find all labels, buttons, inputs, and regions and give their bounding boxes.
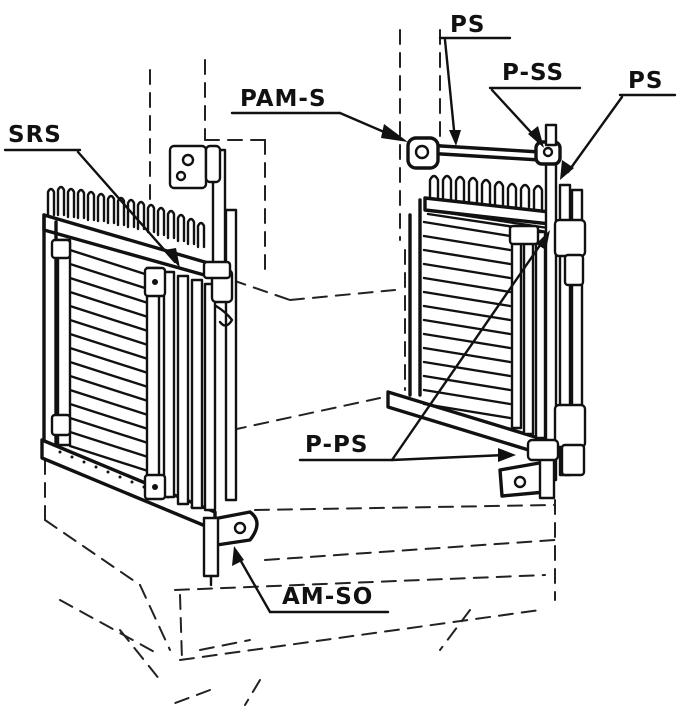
left-picket-row [46, 185, 206, 249]
leader-lines [3, 36, 677, 614]
left-slats [68, 248, 150, 473]
dashed-structure [44, 29, 556, 706]
label-pam-s: PAM-S [240, 86, 327, 112]
label-srs: SRS [8, 122, 62, 148]
callout-labels: PS P-SS PS PAM-S SRS P-PS AM-SO [8, 12, 663, 610]
label-p-ss: P-SS [502, 60, 564, 86]
label-ps-top: PS [450, 12, 485, 38]
right-slats [422, 220, 512, 420]
left-gate-panel [40, 144, 259, 587]
right-picket-row [428, 174, 544, 211]
label-ps-right: PS [628, 68, 663, 94]
label-p-ps: P-PS [305, 432, 368, 458]
label-am-so: AM-SO [282, 584, 373, 610]
right-gate-panel [386, 123, 587, 500]
